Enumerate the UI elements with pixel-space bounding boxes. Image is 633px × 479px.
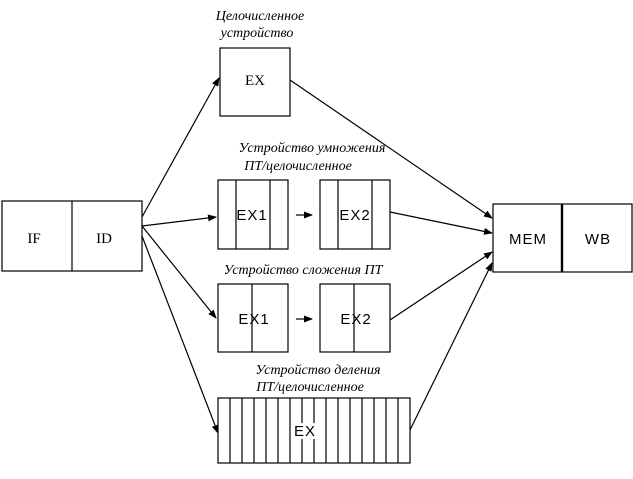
multiply-ex2-label: EX2 [339, 207, 370, 224]
integer-unit-caption-line1: Целочисленное [215, 9, 305, 24]
arrow-id-to-divide [141, 235, 219, 434]
multiply-ex1-label: EX1 [236, 207, 267, 224]
add-ex2-label: EX2 [340, 311, 371, 328]
divide-unit: Устройство деления ПТ/целочисленное EX [217, 363, 411, 464]
divide-unit-caption-line1: Устройство деления [255, 363, 380, 378]
multiply-unit-caption-line1: Устройство умножения [239, 141, 386, 156]
if-stage-label: IF [27, 231, 40, 247]
arrow-integer-to-mem [289, 79, 493, 219]
add-ex2-box [319, 283, 391, 353]
multiply-ex1-box [217, 179, 289, 250]
arrow-id-to-add [141, 225, 217, 319]
add-ex1-label: EX1 [238, 311, 269, 328]
multiply-unit-caption-line2: ПТ/целочисленное [243, 159, 352, 174]
add-ex1-box [217, 283, 289, 353]
arrow-id-to-multiply [141, 214, 217, 227]
divide-ex-dividers [229, 398, 399, 463]
writeback-arrows [289, 79, 493, 431]
integer-unit: Целочисленное устройство EX [215, 9, 305, 117]
add-unit-caption: Устройство сложения ПТ [224, 263, 384, 278]
multiply-ex2-box [319, 179, 391, 250]
mem-wb-block: MEM WB [492, 203, 633, 273]
wb-stage-label: WB [585, 231, 611, 248]
divide-ex-label: EX [294, 423, 316, 440]
if-id-block: IF ID [1, 200, 143, 272]
integer-unit-caption-line2: устройство [219, 26, 294, 41]
multiply-unit: Устройство умножения ПТ/целочисленное EX… [217, 141, 391, 250]
issue-arrows [141, 77, 220, 434]
integer-ex-box [219, 47, 291, 117]
arrow-id-to-integer [141, 77, 220, 218]
arrow-add-to-mem [389, 251, 493, 321]
add-unit: Устройство сложения ПТ EX1 EX2 [217, 263, 391, 353]
arrow-multiply-to-mem [389, 211, 493, 235]
divide-unit-caption-line2: ПТ/целочисленное [255, 380, 364, 395]
mem-stage-label: MEM [509, 231, 547, 248]
integer-ex-label: EX [245, 73, 265, 89]
arrow-divide-to-mem [409, 262, 493, 431]
id-stage-label: ID [96, 231, 112, 247]
